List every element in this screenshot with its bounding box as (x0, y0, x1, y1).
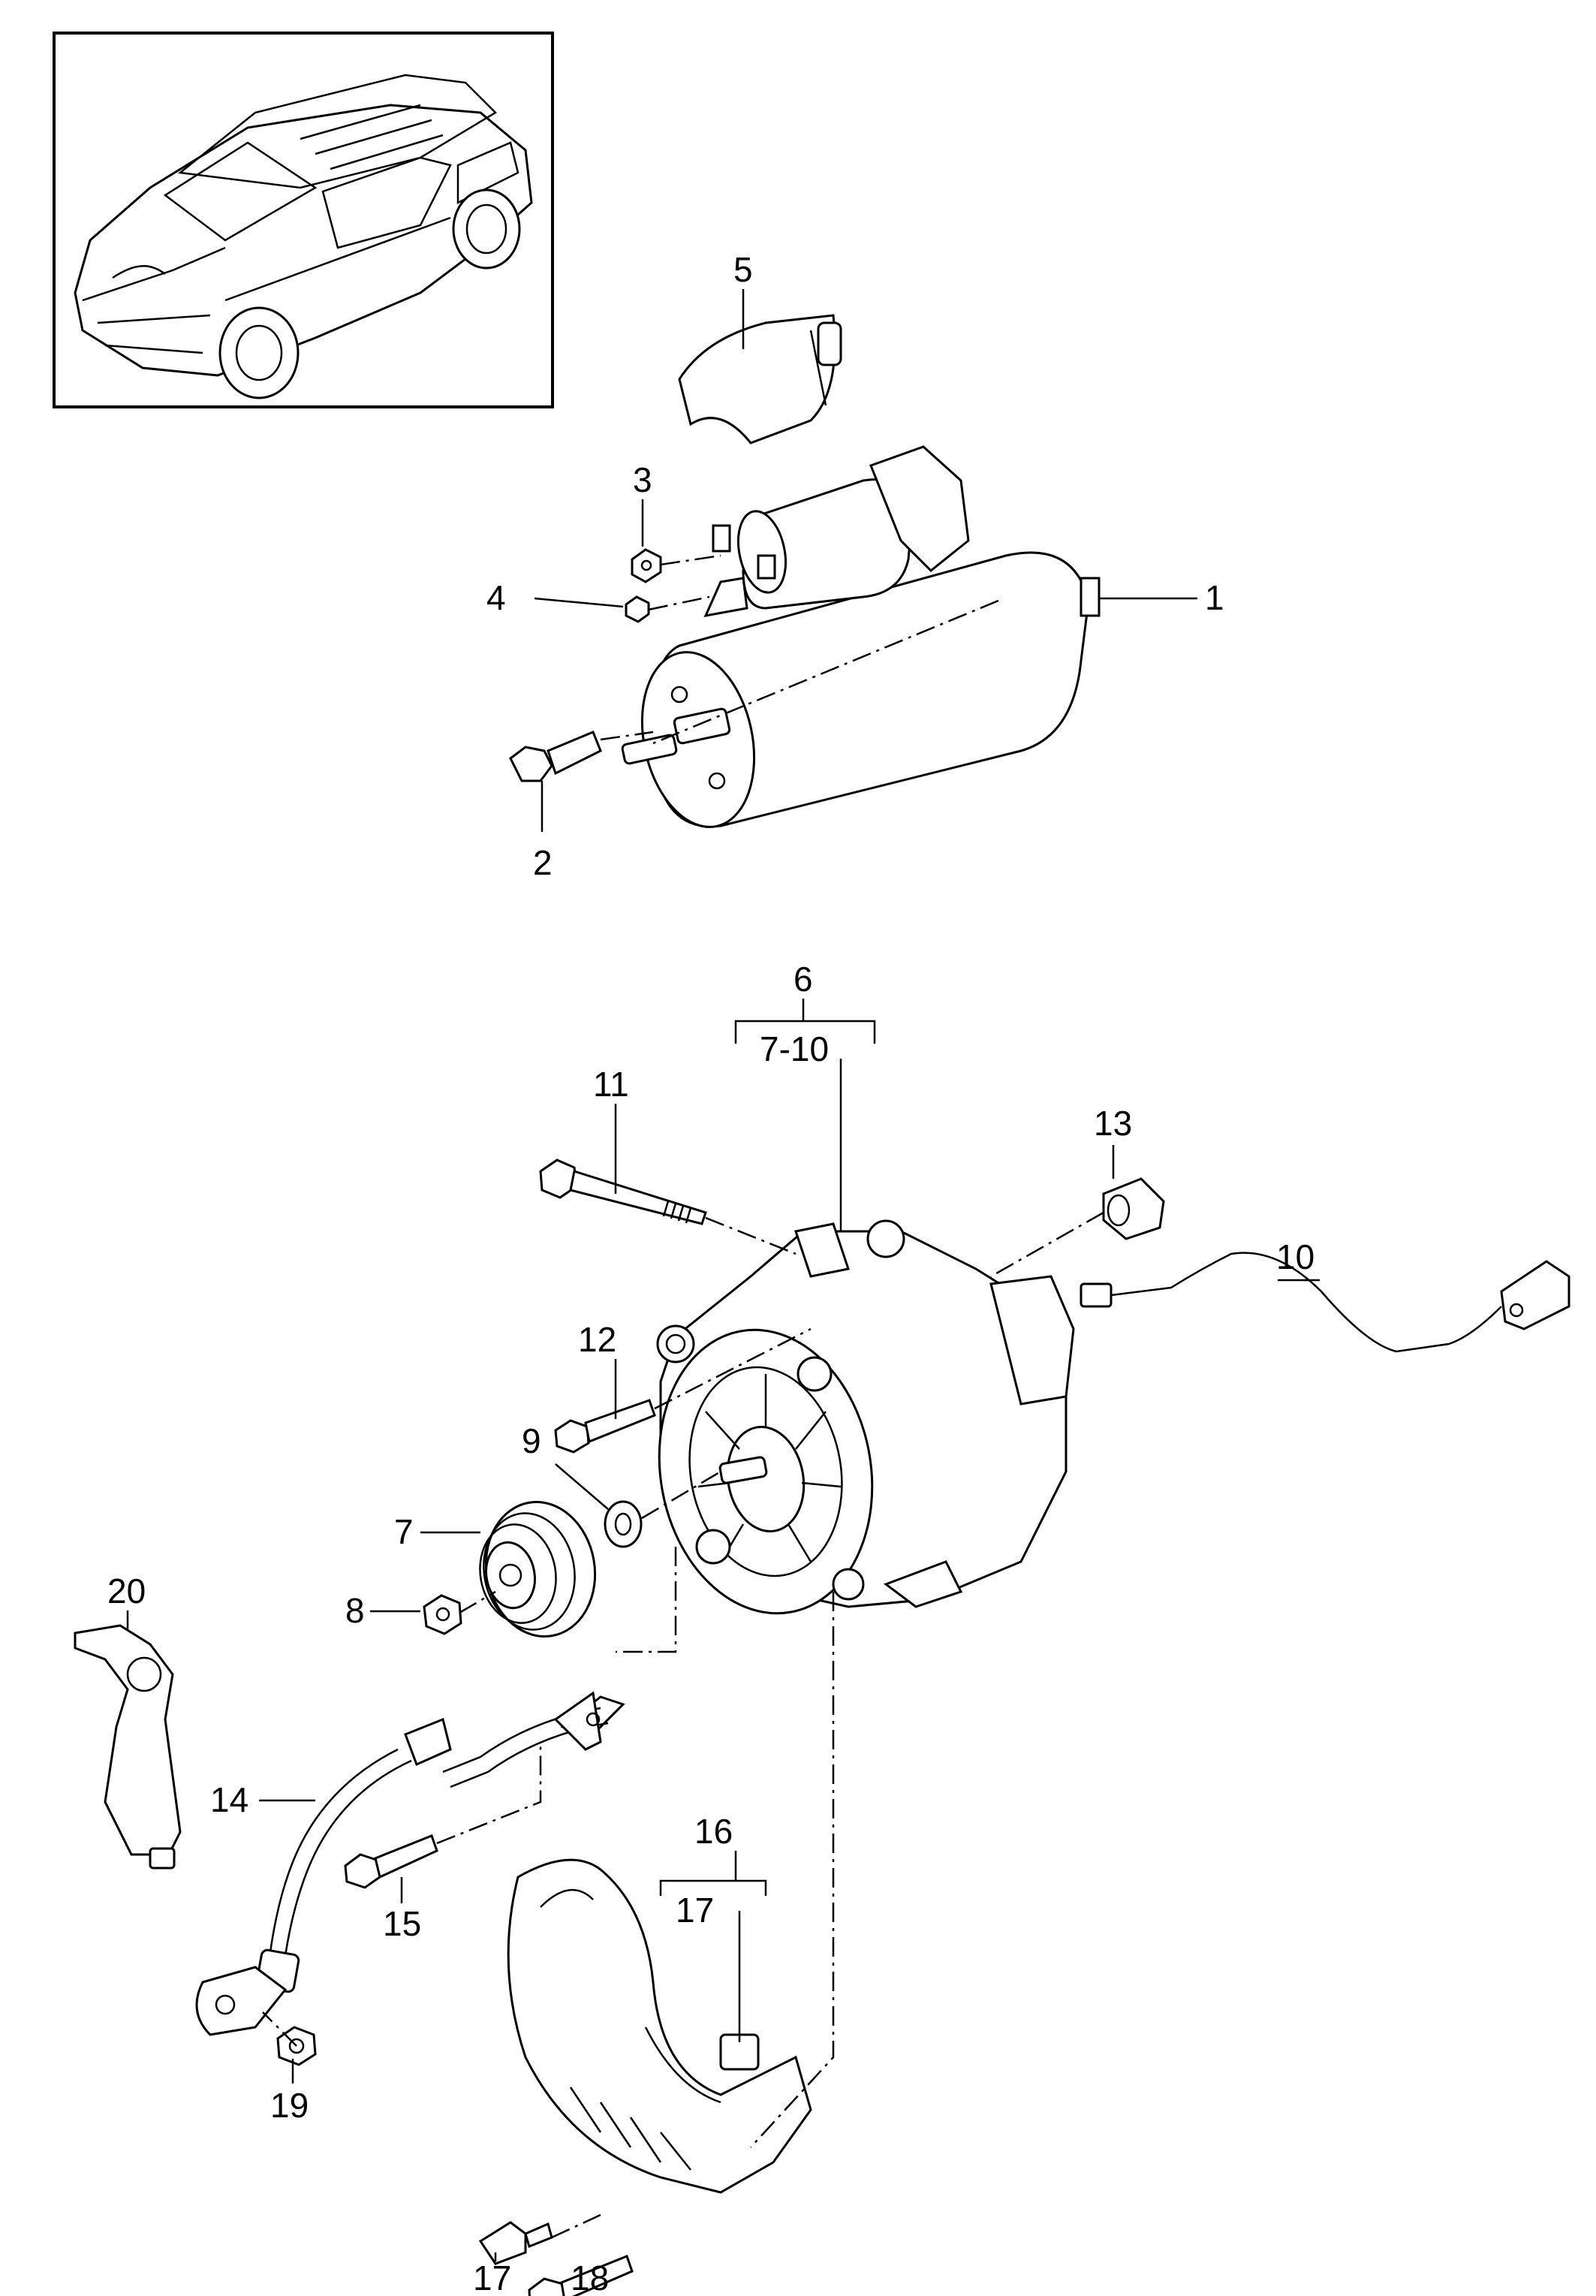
callout-10: 10 (1276, 1237, 1314, 1276)
clip-icon (478, 2221, 553, 2265)
callout-16: 16 (694, 1812, 733, 1851)
alternator-bolt-icon (554, 1399, 656, 1454)
callout-6: 6 (793, 960, 813, 999)
callout-9: 9 (522, 1421, 541, 1460)
callout-13: 13 (1094, 1104, 1132, 1143)
alternator-icon (656, 1219, 1075, 1615)
pulley-nut-icon (423, 1594, 462, 1635)
pulley-icon (479, 1500, 597, 1638)
heat-shield-icon (678, 314, 842, 444)
callout-14: 14 (210, 1780, 248, 1819)
callout-8: 8 (345, 1591, 365, 1630)
washer-icon (604, 1500, 643, 1548)
nut-small-icon (625, 595, 650, 623)
callout-12: 12 (578, 1320, 616, 1359)
callout-17: 17 (473, 2258, 511, 2296)
callout-5: 5 (733, 250, 753, 289)
nut-icon (631, 548, 662, 583)
ground-cable-icon (195, 1691, 625, 2036)
callout-7: 7 (394, 1512, 414, 1551)
callout-15: 15 (383, 1904, 421, 1943)
wiring-harness-icon (1080, 1252, 1570, 1353)
cap-nut-icon (1102, 1177, 1165, 1240)
bolt-icon (509, 731, 602, 782)
callout-leaders (126, 289, 1320, 2261)
callout-11: 11 (593, 1065, 629, 1104)
callout-3: 3 (633, 460, 652, 499)
callout-20: 20 (107, 1571, 146, 1611)
callout-1: 1 (1205, 578, 1224, 617)
vehicle-thumbnail-icon (53, 32, 554, 408)
starter-motor-icon (621, 445, 1101, 828)
callout-16-range: 17 (676, 1891, 714, 1930)
callout-19: 19 (270, 2086, 309, 2125)
callout-18: 18 (571, 2258, 609, 2296)
callout-6-range: 7-10 (760, 1029, 829, 1068)
alternator-cover-icon (507, 1858, 812, 2194)
callout-2: 2 (533, 843, 553, 882)
cover-bolt-icon (528, 2255, 634, 2296)
cable-bolt-icon (344, 1834, 438, 1889)
callout-4: 4 (486, 578, 506, 617)
bracket-icon (74, 1624, 182, 1870)
long-bolt-icon (539, 1159, 707, 1225)
